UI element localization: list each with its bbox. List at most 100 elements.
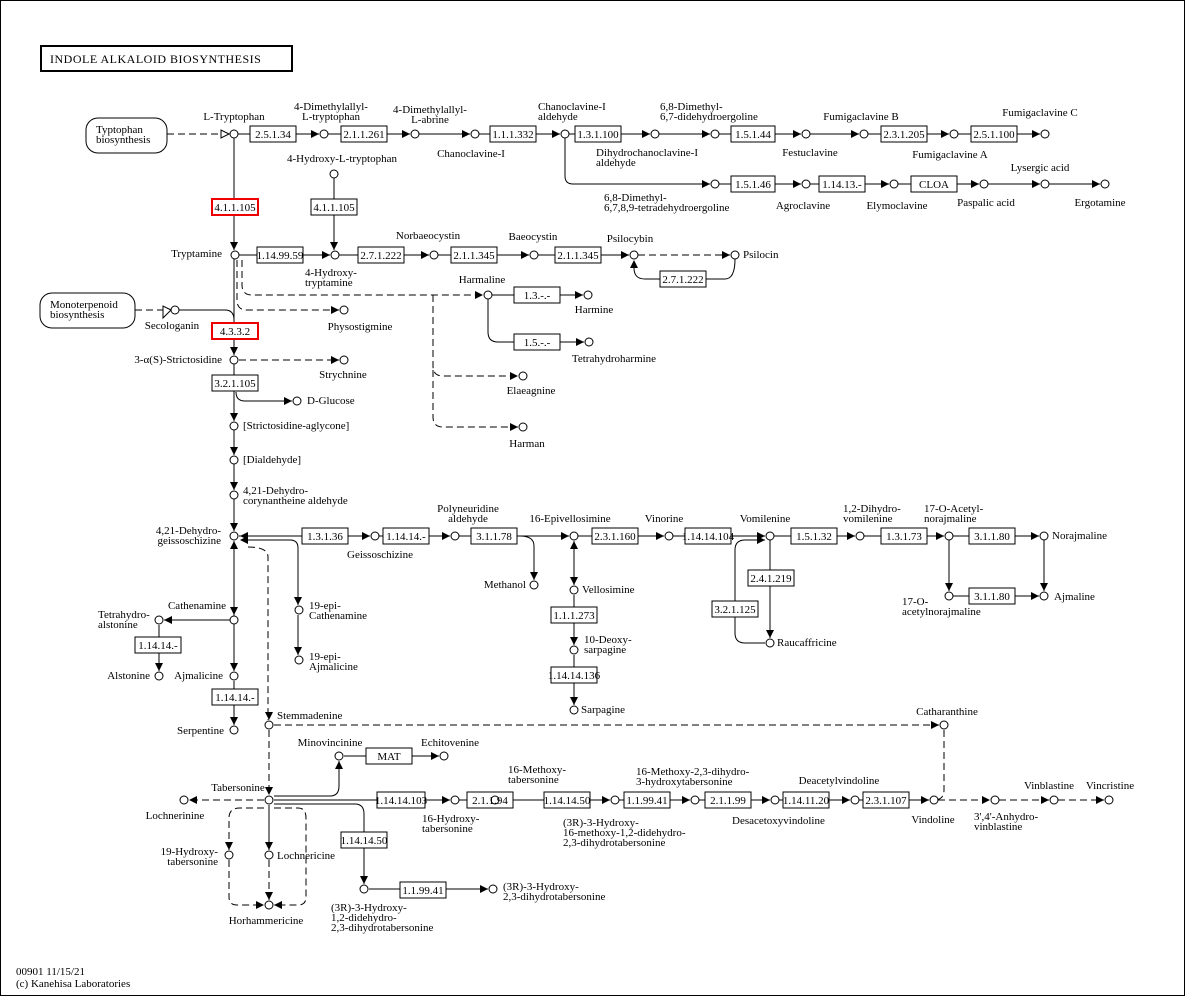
compound-node[interactable] xyxy=(264,795,274,805)
enzyme-box-1-14-99-59[interactable] xyxy=(256,246,304,264)
enzyme-box-1-3-1-73[interactable] xyxy=(880,527,928,545)
enzyme-box-2-3-1-107[interactable] xyxy=(862,791,910,809)
enzyme-box-2-5-1-34[interactable] xyxy=(249,125,297,143)
compound-node[interactable] xyxy=(944,531,954,541)
compound-node[interactable] xyxy=(229,129,239,139)
enzyme-box-3-1-1-78[interactable] xyxy=(470,527,518,545)
enzyme-box-1-14-14-136[interactable] xyxy=(550,666,598,684)
enzyme-box-1-5-1-32[interactable] xyxy=(790,527,838,545)
compound-node[interactable] xyxy=(610,795,620,805)
enzyme-box-2-3-1-205[interactable] xyxy=(880,125,928,143)
compound-node[interactable] xyxy=(569,531,579,541)
enzyme-box-2-7-1-222[interactable] xyxy=(357,246,405,264)
enzyme-box-3-1-1-80[interactable] xyxy=(968,527,1016,545)
compound-node[interactable] xyxy=(339,305,349,315)
compound-node[interactable] xyxy=(229,490,239,500)
compound-node[interactable] xyxy=(230,250,240,260)
compound-node[interactable] xyxy=(710,129,720,139)
compound-node[interactable] xyxy=(939,720,949,730)
compound-node[interactable] xyxy=(529,250,539,260)
compound-node[interactable] xyxy=(690,795,700,805)
enzyme-box-1-14-11-20[interactable] xyxy=(782,791,830,809)
enzyme-box-2-1-1-261[interactable] xyxy=(340,125,388,143)
compound-node[interactable] xyxy=(979,179,989,189)
compound-node[interactable] xyxy=(429,250,439,260)
compound-node[interactable] xyxy=(410,129,420,139)
enzyme-box-2-1-1-94[interactable] xyxy=(466,791,514,809)
compound-node[interactable] xyxy=(229,531,239,541)
compound-node[interactable] xyxy=(584,337,594,347)
compound-node[interactable] xyxy=(765,531,775,541)
compound-node[interactable] xyxy=(990,795,1000,805)
compound-node[interactable] xyxy=(450,795,460,805)
compound-node[interactable] xyxy=(264,720,274,730)
compound-node[interactable] xyxy=(154,671,164,681)
enzyme-box-1-1-1-332[interactable] xyxy=(489,125,537,143)
compound-node[interactable] xyxy=(334,751,344,761)
compound-node[interactable] xyxy=(560,129,570,139)
compound-node[interactable] xyxy=(770,795,780,805)
compound-node[interactable] xyxy=(929,795,939,805)
enzyme-box-1-14-14-[interactable] xyxy=(382,527,430,545)
enzyme-box-1-14-14-50[interactable] xyxy=(340,831,388,849)
compound-node[interactable] xyxy=(170,305,180,315)
enzyme-box-2-1-1-99[interactable] xyxy=(704,791,752,809)
compound-node[interactable] xyxy=(569,705,579,715)
enzyme-box-2-1-1-345[interactable] xyxy=(554,246,602,264)
compound-node[interactable] xyxy=(370,531,380,541)
compound-node[interactable] xyxy=(329,169,339,179)
compound-node[interactable] xyxy=(450,531,460,541)
enzyme-box-1-1-99-41[interactable] xyxy=(399,881,447,899)
enzyme-box-1-14-13-[interactable] xyxy=(818,175,866,193)
compound-node[interactable] xyxy=(1039,591,1049,601)
compound-node[interactable] xyxy=(264,850,274,860)
compound-node[interactable] xyxy=(801,129,811,139)
compound-node[interactable] xyxy=(470,129,480,139)
compound-node[interactable] xyxy=(488,884,498,894)
compound-node[interactable] xyxy=(949,129,959,139)
compound-node[interactable] xyxy=(483,290,493,300)
compound-node[interactable] xyxy=(264,900,274,910)
enzyme-box-3-1-1-80[interactable] xyxy=(968,587,1016,605)
compound-node[interactable] xyxy=(1104,795,1114,805)
compound-node[interactable] xyxy=(294,605,304,615)
compound-node[interactable] xyxy=(730,250,740,260)
compound-node[interactable] xyxy=(330,250,340,260)
enzyme-box-1-5-1-46[interactable] xyxy=(730,175,776,193)
enzyme-box-1-3-1-100[interactable] xyxy=(574,125,622,143)
compound-node[interactable] xyxy=(855,531,865,541)
enzyme-box-4-3-3-2[interactable] xyxy=(211,322,259,340)
map-monoterpenoid-link[interactable] xyxy=(39,292,136,329)
compound-node[interactable] xyxy=(339,355,349,365)
compound-node[interactable] xyxy=(650,129,660,139)
enzyme-box-1-14-14-103[interactable] xyxy=(376,791,426,809)
enzyme-box-3-2-1-125[interactable] xyxy=(711,600,759,618)
enzyme-box-4-1-1-105[interactable] xyxy=(211,198,259,216)
compound-node[interactable] xyxy=(229,455,239,465)
compound-node[interactable] xyxy=(801,179,811,189)
compound-node[interactable] xyxy=(1039,531,1049,541)
compound-node[interactable] xyxy=(710,179,720,189)
compound-node[interactable] xyxy=(294,655,304,665)
enzyme-box-1-1-99-41[interactable] xyxy=(623,791,671,809)
compound-node[interactable] xyxy=(229,725,239,735)
compound-node[interactable] xyxy=(629,250,639,260)
compound-node[interactable] xyxy=(224,850,234,860)
compound-node[interactable] xyxy=(154,615,164,625)
compound-node[interactable] xyxy=(664,531,674,541)
compound-node[interactable] xyxy=(529,580,539,590)
compound-node[interactable] xyxy=(889,179,899,189)
compound-node[interactable] xyxy=(439,751,449,761)
compound-node[interactable] xyxy=(229,671,239,681)
enzyme-box-3-2-1-105[interactable] xyxy=(211,374,259,392)
enzyme-box-MAT[interactable] xyxy=(365,747,413,765)
enzyme-box-1-14-14-50[interactable] xyxy=(543,791,591,809)
enzyme-box-1-3-[interactable] xyxy=(513,286,561,304)
compound-node[interactable] xyxy=(1040,129,1050,139)
compound-node[interactable] xyxy=(1100,179,1110,189)
compound-node[interactable] xyxy=(518,422,528,432)
compound-node[interactable] xyxy=(229,615,239,625)
compound-node[interactable] xyxy=(359,884,369,894)
enzyme-box-1-14-14-[interactable] xyxy=(134,636,182,654)
compound-node[interactable] xyxy=(944,591,954,601)
